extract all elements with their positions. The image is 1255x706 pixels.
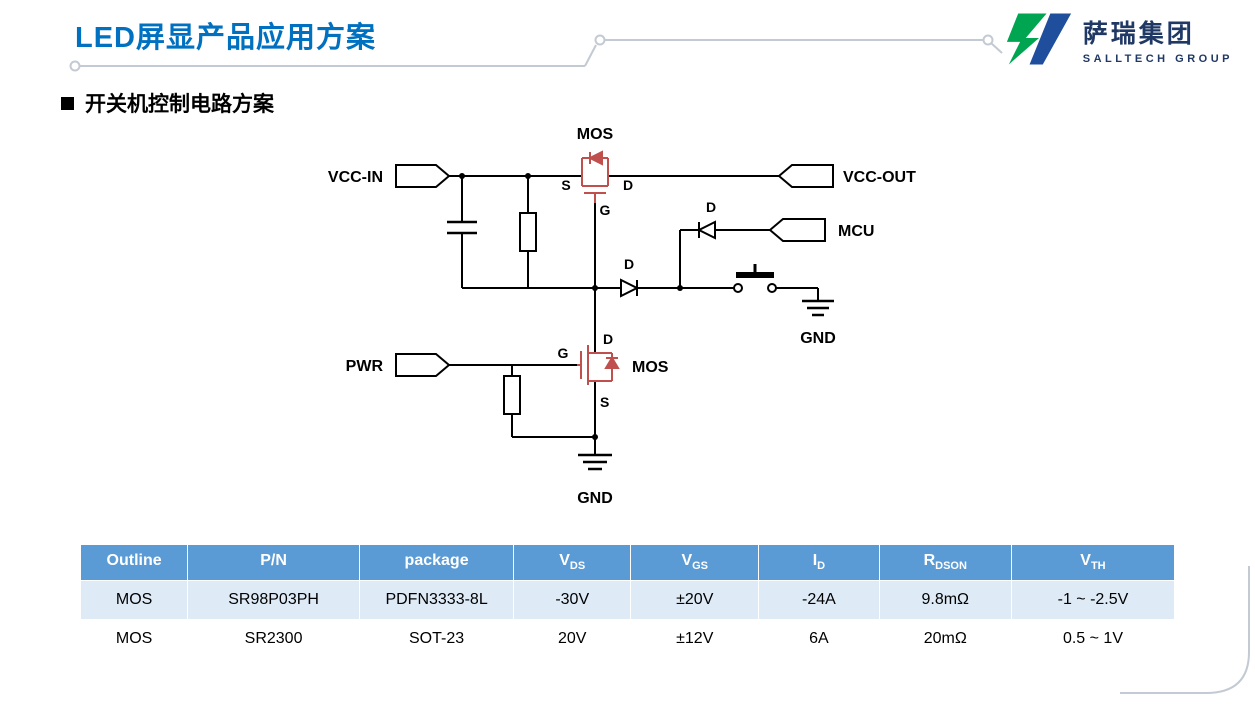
table-header-row: Outline P/N package VDS VGS ID RDSON VTH: [79, 544, 1176, 581]
connector-vcc-in: [395, 164, 451, 188]
diode-mcu: [696, 220, 716, 240]
cell-id: 6A: [758, 619, 880, 659]
cell-rdson: 20mΩ: [878, 619, 1012, 659]
label-pin-s-bottom: S: [600, 394, 609, 410]
label-vcc-in: VCC-IN: [328, 169, 383, 186]
ground-main-icon: [578, 453, 612, 471]
cell-vgs: ±12V: [630, 619, 760, 659]
company-logo: 萨瑞集团 SALLTECH GROUP: [1005, 10, 1233, 68]
col-header-vgs: VGS: [630, 544, 760, 581]
col-header-rdson: RDSON: [878, 544, 1012, 581]
logo-company-name: 萨瑞集团: [1082, 19, 1195, 48]
cell-outline: MOS: [79, 619, 189, 659]
cell-package: SOT-23: [358, 619, 515, 659]
label-pin-s-top: S: [561, 177, 570, 193]
col-header-id: ID: [758, 544, 880, 581]
logo-text: 萨瑞集团 SALLTECH GROUP: [1083, 14, 1233, 65]
label-diode-mcu: D: [706, 199, 716, 215]
label-vcc-out: VCC-OUT: [843, 169, 916, 186]
circuit-diagram: MOS S D G VCC-IN VCC-OUT MCU PWR D D GND…: [328, 126, 916, 507]
ground-mcu-icon: [802, 299, 834, 317]
push-button: [733, 264, 777, 293]
label-gnd-mcu: GND: [800, 330, 836, 347]
connector-pwr: [395, 353, 451, 377]
cell-pn: SR2300: [187, 619, 360, 659]
connector-vcc-out: [777, 164, 834, 188]
capacitor: [447, 220, 477, 235]
deco-circle: [594, 34, 606, 46]
diode-main: [620, 278, 640, 298]
col-header-vth: VTH: [1010, 544, 1176, 581]
resistor-bottom: [503, 375, 521, 415]
label-diode-main: D: [624, 256, 634, 272]
cell-vds: -30V: [513, 580, 632, 620]
col-header-package: package: [358, 544, 515, 581]
label-mos-bottom: MOS: [632, 359, 669, 376]
label-pwr: PWR: [346, 358, 384, 375]
junction-dots: [459, 173, 683, 440]
resistor-top: [519, 212, 537, 252]
section-title: 开关机控制电路方案: [85, 93, 274, 116]
cell-id: -24A: [758, 580, 880, 620]
logo-blue-stripe: [1029, 13, 1071, 65]
label-gnd-main: GND: [577, 490, 613, 507]
mosfet-top: [581, 150, 609, 203]
table-row: MOS SR2300 SOT-23 20V ±12V 6A 20mΩ 0.5 ~…: [79, 619, 1176, 659]
label-mcu: MCU: [838, 223, 874, 240]
label-pin-d-top: D: [623, 177, 633, 193]
section-bullet-icon: [61, 96, 74, 110]
cell-vds: 20V: [513, 619, 632, 659]
deco-circle: [69, 60, 81, 72]
label-pin-d-bottom: D: [603, 331, 613, 347]
cell-outline: MOS: [79, 580, 189, 620]
col-header-pn: P/N: [187, 544, 360, 581]
logo-green-bolt: [1006, 13, 1047, 65]
spec-table: Outline P/N package VDS VGS ID RDSON VTH…: [79, 544, 1176, 659]
connector-mcu: [768, 218, 826, 242]
cell-rdson: 9.8mΩ: [878, 580, 1012, 620]
table-row: MOS SR98P03PH PDFN3333-8L -30V ±20V -24A…: [79, 580, 1176, 620]
label-pin-g-top: G: [600, 202, 611, 218]
cell-pn: SR98P03PH: [187, 580, 360, 620]
cell-package: PDFN3333-8L: [358, 580, 515, 620]
page-title: LED屏显产品应用方案: [75, 22, 377, 54]
cell-vth: -1 ~ -2.5V: [1010, 580, 1176, 620]
cell-vgs: ±20V: [630, 580, 760, 620]
label-pin-g-bottom: G: [558, 345, 569, 361]
deco-line-top-bend: [990, 42, 1003, 54]
label-mos-top: MOS: [577, 126, 614, 143]
col-header-outline: Outline: [79, 544, 189, 581]
deco-circle: [982, 34, 994, 46]
deco-line-connector: [584, 44, 597, 67]
section-header: 开关机控制电路方案: [61, 88, 274, 118]
mosfet-bottom: [577, 345, 620, 385]
logo-mark-icon: [1006, 13, 1071, 65]
col-header-vds: VDS: [513, 544, 632, 581]
cell-vth: 0.5 ~ 1V: [1010, 619, 1176, 659]
logo-company-subtitle: SALLTECH GROUP: [1082, 52, 1233, 65]
